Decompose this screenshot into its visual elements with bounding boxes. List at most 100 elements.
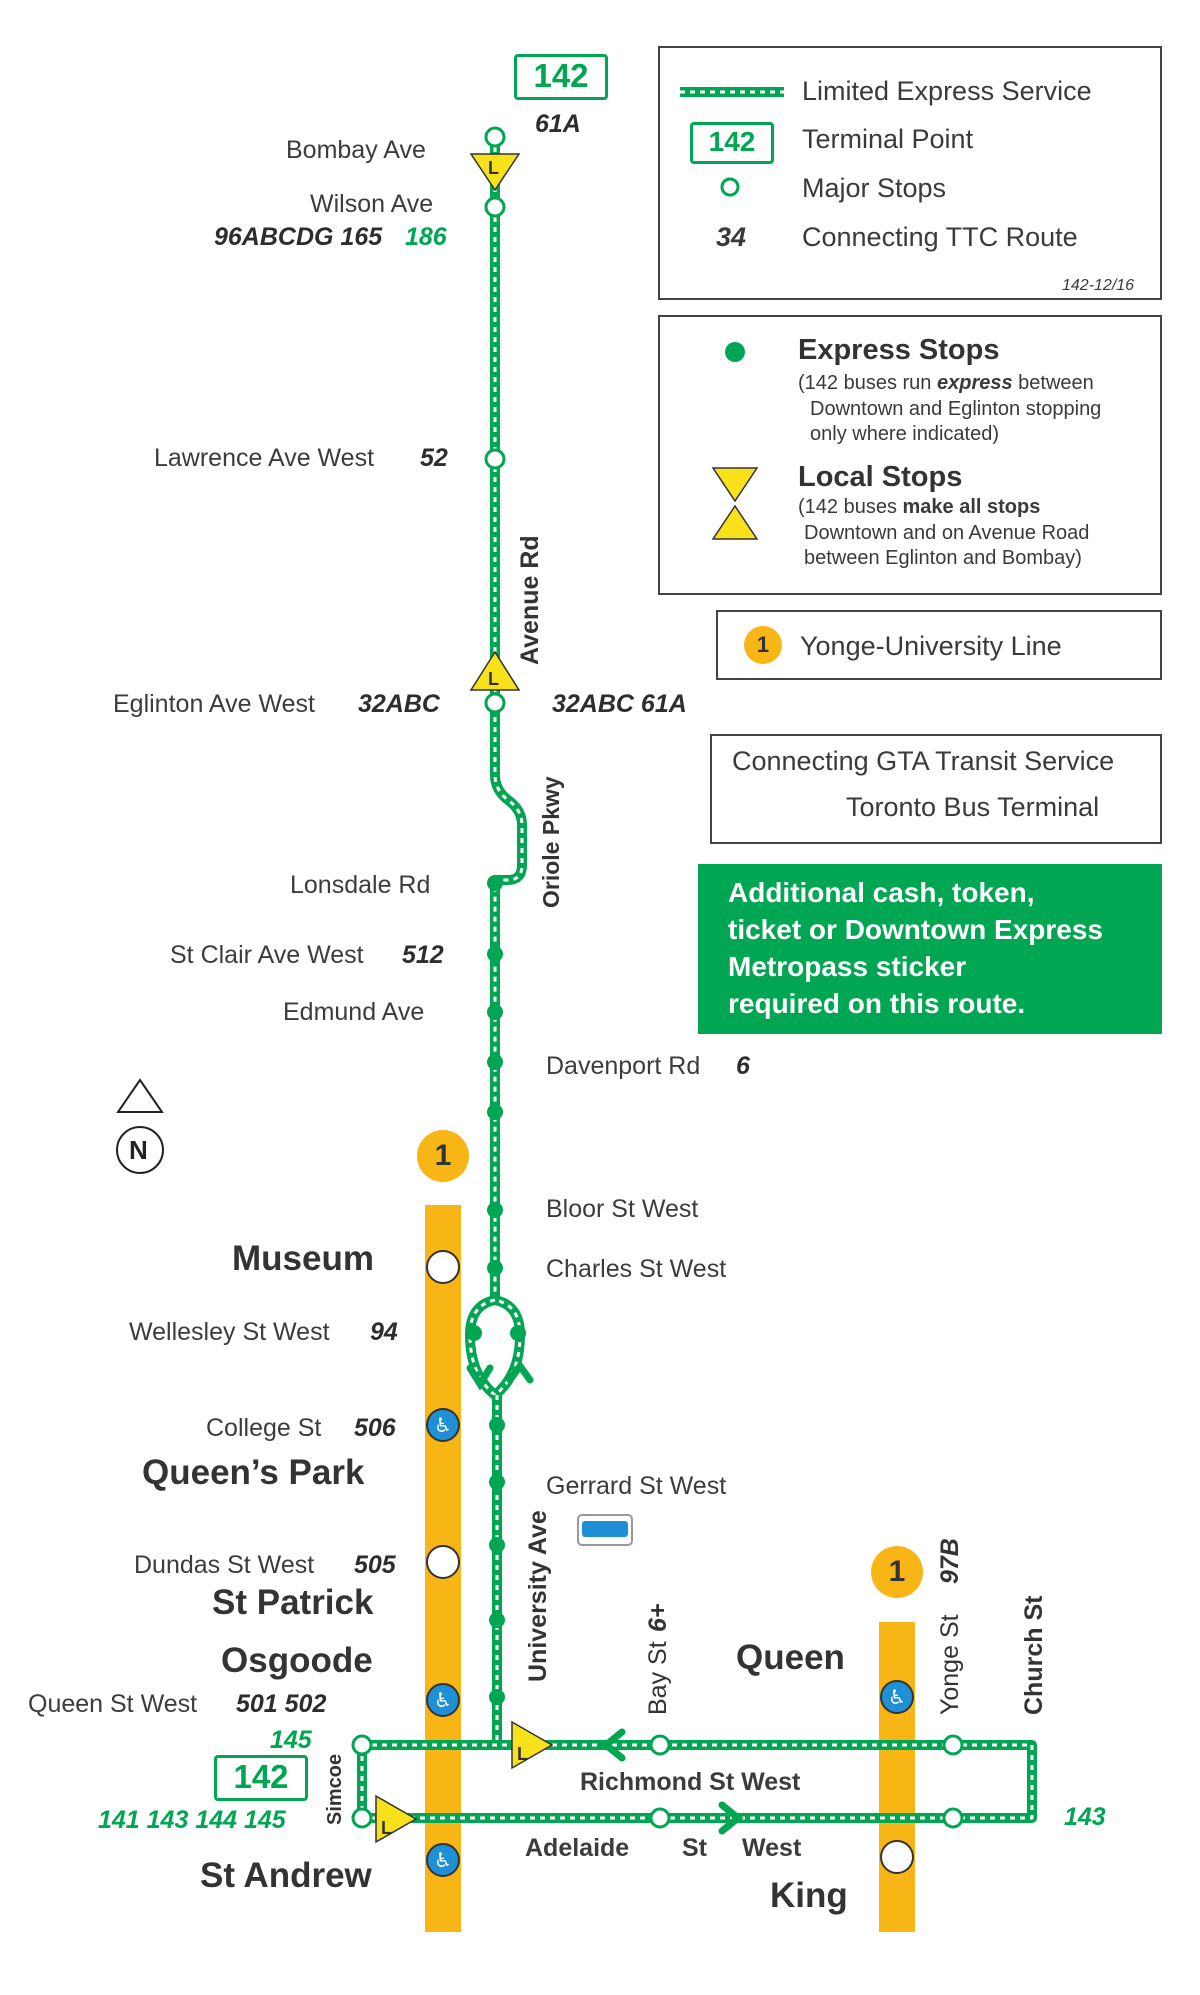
label-church: Church St xyxy=(1020,1595,1048,1715)
express-stops xyxy=(466,875,526,1705)
route-142-path xyxy=(357,137,1037,1823)
stop-wellesley-a xyxy=(466,1325,482,1341)
station-osgoode xyxy=(426,1683,460,1717)
label-edmund: Edmund Ave xyxy=(283,998,425,1026)
legend-express-title: Express Stops xyxy=(798,334,1000,366)
stop-edmund xyxy=(487,1004,503,1020)
station-label-museum: Museum xyxy=(232,1239,374,1278)
station-label-queen: Queen xyxy=(736,1638,845,1677)
station-label-osgoode: Osgoode xyxy=(221,1641,373,1680)
line-1-badge-east: 1 xyxy=(871,1546,923,1598)
label-avenue-rd: Avenue Rd xyxy=(516,535,544,665)
label-college: College St xyxy=(206,1414,322,1442)
stop-bay-richmond xyxy=(649,1734,671,1756)
local-stop-simcoe xyxy=(375,1794,418,1844)
legend-terminal-sample: 142 xyxy=(690,122,774,164)
route-32abc-left: 32ABC xyxy=(358,690,440,718)
stop-bloor xyxy=(487,1202,503,1218)
route-505: 505 xyxy=(354,1551,396,1579)
route-61a: 61A xyxy=(535,110,581,138)
station-king xyxy=(880,1840,914,1874)
stop-davenport-a xyxy=(487,1054,503,1070)
stops-legend-box: Express Stops (142 buses run express bet… xyxy=(658,315,1162,595)
label-charles: Charles St West xyxy=(546,1255,727,1283)
label-lawrence: Lawrence Ave West xyxy=(154,444,375,472)
stop-lawrence xyxy=(484,448,506,470)
legend-local-title: Local Stops xyxy=(798,461,963,493)
gta-terminal: Toronto Bus Terminal xyxy=(846,792,1100,822)
station-label-king: King xyxy=(770,1876,848,1915)
route-143-right: 143 xyxy=(1064,1803,1106,1831)
label-lonsdale: Lonsdale Rd xyxy=(290,871,431,899)
route-512: 512 xyxy=(402,941,444,969)
station-museum xyxy=(426,1250,460,1284)
stop-college xyxy=(489,1417,505,1433)
north-letter: N xyxy=(129,1135,148,1165)
stop-bay-adelaide xyxy=(649,1807,671,1829)
stop-yonge-richmond xyxy=(942,1734,964,1756)
label-eglinton: Eglinton Ave West xyxy=(113,690,315,718)
route-52: 52 xyxy=(420,444,448,472)
legend-major-stops: Major Stops xyxy=(802,173,947,203)
svg-text:♿: ♿ xyxy=(434,1413,452,1437)
subway-line-yonge xyxy=(879,1622,915,1932)
label-simcoe: Simcoe xyxy=(324,1753,346,1825)
label-adelaide-st: St xyxy=(682,1834,707,1862)
local-stop-eglinton xyxy=(469,650,521,691)
label-adelaide-west: West xyxy=(742,1834,802,1862)
legend-connecting-route: Connecting TTC Route xyxy=(802,222,1078,252)
label-oriole: Oriole Pkwy xyxy=(538,776,564,908)
stop-bombay xyxy=(484,126,506,148)
local-stop-letter: L xyxy=(381,1818,392,1838)
local-stop-letter: L xyxy=(488,669,499,689)
routes-queen: 501 502 xyxy=(236,1690,327,1718)
local-stop-bombay xyxy=(469,153,521,192)
routes-wilson: 96ABCDG 165 xyxy=(214,223,383,251)
label-wellesley: Wellesley St West xyxy=(129,1318,330,1346)
station-label-queens-park: Queen’s Park xyxy=(142,1453,365,1492)
legend-code: 142-12/16 xyxy=(1062,277,1135,294)
label-queen-w: Queen St West xyxy=(28,1690,198,1718)
stop-wellesley-b xyxy=(510,1325,526,1341)
label-bloor: Bloor St West xyxy=(546,1195,699,1223)
legend-terminal-point: Terminal Point xyxy=(802,124,974,154)
line-1-badge-west: 1 xyxy=(417,1130,469,1182)
gta-title: Connecting GTA Transit Service xyxy=(732,746,1115,776)
accessible-icons: ♿ ♿ ♿ ♿ xyxy=(434,1413,906,1872)
gta-box: Connecting GTA Transit Service Toronto B… xyxy=(710,734,1162,844)
stop-charles xyxy=(487,1260,503,1276)
legend-yonge-university: Yonge-University Line xyxy=(800,631,1062,661)
routes-eglinton-right: 32ABC 61A xyxy=(552,690,687,718)
north-arrow xyxy=(116,1078,164,1174)
stop-simcoe-adelaide xyxy=(351,1807,373,1829)
subway-stations xyxy=(426,1250,914,1877)
legend-limited-express: Limited Express Service xyxy=(802,76,1092,106)
route-6: 6 xyxy=(736,1052,750,1080)
legend-express-desc: (142 buses run express between Downtown … xyxy=(798,372,1102,446)
label-davenport: Davenport Rd xyxy=(546,1052,701,1080)
stop-armoury xyxy=(489,1689,505,1705)
stop-st-clair xyxy=(487,946,503,962)
route-145-top: 145 xyxy=(270,1726,312,1754)
legend-line-1-badge: 1 xyxy=(744,626,782,664)
label-dundas: Dundas St West xyxy=(134,1551,315,1579)
subway-legend-box: 1 Yonge-University Line xyxy=(716,610,1162,680)
legend-major-stop-icon xyxy=(720,177,740,197)
legend-express-line-sample xyxy=(680,87,784,97)
svg-text:♿: ♿ xyxy=(888,1685,906,1709)
local-stop-letter: L xyxy=(517,1744,528,1764)
station-queens-park xyxy=(426,1408,460,1442)
station-st-patrick xyxy=(426,1545,460,1579)
stop-lonsdale xyxy=(487,875,503,891)
label-bay: Bay St xyxy=(644,1641,672,1715)
route-186: 186 xyxy=(405,223,447,251)
direction-arrows xyxy=(466,1359,744,1835)
station-label-st-andrew: St Andrew xyxy=(200,1856,372,1895)
stop-gerrard xyxy=(489,1537,505,1553)
stop-yonge-adelaide xyxy=(942,1807,964,1829)
routes-south: 141 143 144 145 xyxy=(98,1806,286,1834)
legend-route-sample: 34 xyxy=(716,222,747,252)
label-university: University Ave xyxy=(524,1510,552,1682)
svg-text:♿: ♿ xyxy=(434,1688,452,1712)
label-gerrard: Gerrard St West xyxy=(546,1472,727,1500)
